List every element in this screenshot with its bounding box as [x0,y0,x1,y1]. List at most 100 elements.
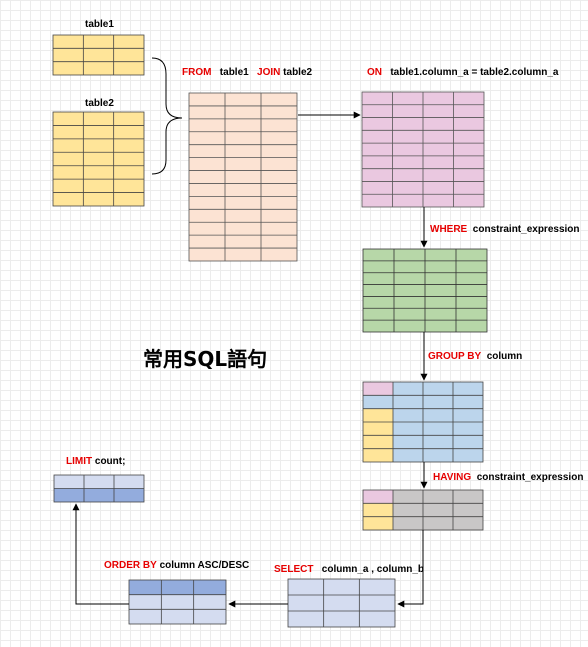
table-cell [53,165,84,180]
table-cell [225,170,261,184]
table-cell [363,260,394,273]
table-cell [363,408,393,422]
table-cell [261,118,297,132]
table-cell [113,138,144,153]
table-cell [189,196,225,210]
table-cell [453,503,483,517]
diagram-title: 常用SQL語句 [143,347,268,371]
table-cell [362,181,393,195]
table-cell [392,130,423,144]
table-cell [261,209,297,223]
table-cell [53,112,84,126]
table-cell [225,183,261,197]
on-condition: table1.column_a = table2.column_a [390,67,559,78]
table-cell [423,435,453,449]
table-cell [456,260,487,273]
on-keyword: ON [367,67,382,78]
join-table: table2 [283,67,313,78]
table-cell [261,131,297,145]
table-cell [423,395,453,409]
table-cell [113,165,144,180]
table-cell [84,488,114,502]
select-keyword: SELECT [274,564,314,575]
table-cell [225,248,261,261]
table-border [52,34,145,76]
table-cell [394,260,425,273]
table-cell [113,112,144,126]
table-cell [83,61,114,75]
table-cell [189,222,225,236]
table-cell [53,61,84,75]
table-cell [393,490,423,504]
table-cell [453,408,483,422]
table-cell [393,448,423,462]
table-cell [423,143,454,156]
limit-result-shape [53,474,145,503]
table-cell [193,609,226,624]
table-cell [453,395,483,409]
table-cell [53,179,84,193]
table-cell [362,168,393,182]
table-cell [363,382,393,396]
table-cell [456,284,487,297]
table-cell [225,235,261,249]
table-cell [453,448,483,462]
table-cell [423,503,453,517]
table-cell [359,579,395,595]
table-cell [423,448,453,462]
table-cell [363,422,393,436]
table-cell [225,131,261,145]
table-cell [261,183,297,197]
table-border [287,578,396,628]
join-brace [151,57,183,175]
table-cell [425,260,456,273]
table-cell [425,249,456,261]
table-border [362,248,488,333]
table-cell [261,93,297,106]
table-cell [261,170,297,184]
table-cell [362,117,393,131]
table2-label: table2 [85,98,114,109]
table-cell [83,179,114,193]
table-cell [363,448,393,462]
table-cell [225,157,261,171]
table-cell [393,503,423,517]
table-cell [394,284,425,297]
table-cell [113,48,144,62]
table-cell [129,594,162,610]
table-cell [193,594,226,610]
table-cell [394,272,425,285]
table-cell [453,516,483,530]
table-cell [423,130,454,144]
table-cell [393,395,423,409]
table-cell [83,138,114,153]
table-cell [288,611,324,627]
table-cell [225,222,261,236]
table-cell [453,143,484,156]
table-cell [392,117,423,131]
having-keyword: HAVING [433,472,472,483]
from-table: table1 [219,67,249,78]
table-cell [189,170,225,184]
table-cell [423,104,454,118]
table-cell [453,155,484,169]
table-cell [423,490,453,504]
table-cell [423,382,453,396]
group-by-column: column [486,351,523,362]
table-cell [113,35,144,49]
table2-shape [52,111,145,207]
table-cell [456,249,487,261]
table-cell [83,48,114,62]
order-by-column: column ASC/DESC [159,560,250,571]
table-cell [189,144,225,158]
table-cell [189,131,225,145]
table-cell [225,209,261,223]
table-cell [363,395,393,409]
table-cell [423,155,454,169]
table-cell [189,183,225,197]
table-cell [113,125,144,139]
table-cell [453,117,484,131]
table-cell [425,284,456,297]
table-cell [453,194,484,207]
